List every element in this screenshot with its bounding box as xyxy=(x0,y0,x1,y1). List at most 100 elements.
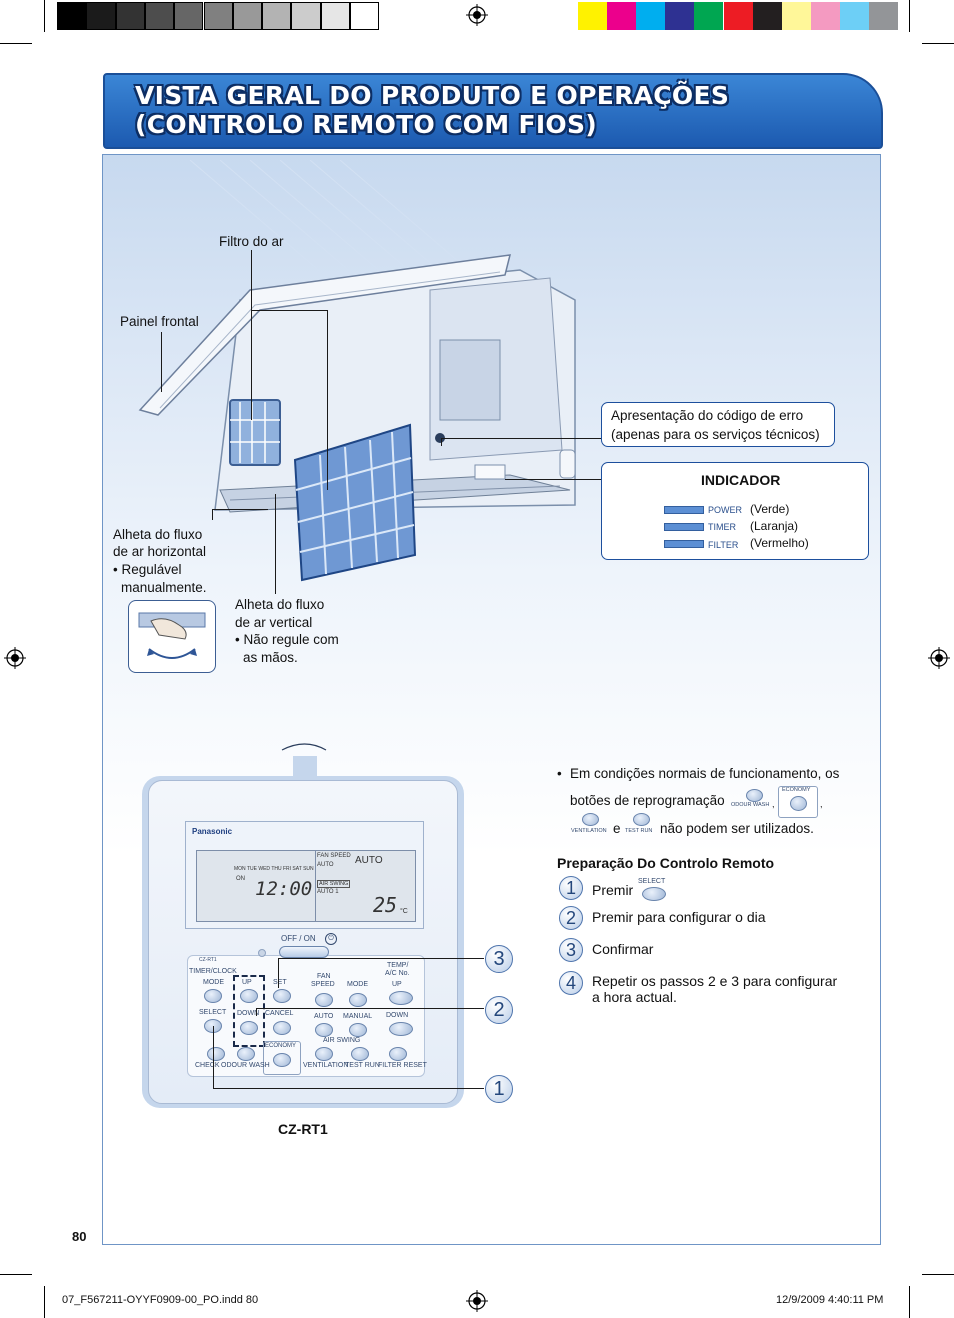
step-3-number: 3 xyxy=(559,938,583,962)
registration-mark-icon xyxy=(928,647,950,669)
step-1-number: 1 xyxy=(559,876,583,900)
odour-wash-button[interactable] xyxy=(237,1047,255,1061)
color-swatch xyxy=(665,2,695,30)
economy-note-frame: ECONOMY xyxy=(778,786,818,818)
gray-swatch xyxy=(144,2,175,30)
lcd-auto-big: AUTO xyxy=(355,855,383,866)
auto-btn-label: AUTO xyxy=(314,1013,334,1020)
indicator-filter-color: (Vermelho) xyxy=(750,536,809,550)
gray-swatch xyxy=(262,2,292,30)
ventilation-button[interactable] xyxy=(315,1047,333,1061)
leader-line xyxy=(505,479,602,480)
color-swatch xyxy=(607,2,637,30)
mode2-button[interactable] xyxy=(349,993,367,1007)
color-swatch xyxy=(869,2,899,30)
note-e: e xyxy=(613,821,621,836)
label-alheta-horizontal-3: • Regulável xyxy=(113,562,182,577)
leader-line xyxy=(161,332,162,392)
step-4-text: Repetir os passos 2 e 3 para configurar xyxy=(592,973,838,989)
crop-mark xyxy=(909,1286,910,1318)
leader-line xyxy=(251,310,328,311)
page-title-banner: VISTA GERAL DO PRODUTO E OPERAÇÕES (CONT… xyxy=(103,73,883,149)
note-comma1: , xyxy=(772,799,775,809)
lcd-divider xyxy=(315,851,316,921)
note-btn-ventilation: VENTILATION xyxy=(571,828,607,834)
gray-swatch xyxy=(291,2,321,30)
leader-line xyxy=(278,958,279,988)
mode2-label: MODE xyxy=(347,981,368,988)
down-button[interactable] xyxy=(240,1021,258,1035)
crop-mark xyxy=(0,43,32,44)
note-btn-testrun: TEST RUN xyxy=(625,828,653,834)
fan-label: FAN xyxy=(317,973,331,980)
gray-swatch xyxy=(350,2,380,30)
timer-up-down-highlight xyxy=(233,975,265,1047)
lcd-auto1: AUTO 1 xyxy=(317,889,339,895)
leader-line xyxy=(212,509,268,510)
label-alheta-horizontal-2: de ar horizontal xyxy=(113,544,207,559)
test-run-button[interactable] xyxy=(351,1047,369,1061)
odour-wash-icon xyxy=(746,789,763,802)
temp-label: TEMP/ xyxy=(387,962,409,969)
color-swatch xyxy=(810,2,840,30)
speed-label: SPEED xyxy=(311,981,335,988)
indicator-power-name: POWER xyxy=(708,505,743,515)
gray-swatch xyxy=(232,2,263,30)
filter-indicator-icon xyxy=(664,540,704,548)
lcd-air-swing: AIR SWING xyxy=(317,880,351,888)
prep-title: Preparação Do Controlo Remoto xyxy=(557,855,775,871)
step-2-text: Premir para configurar o dia xyxy=(592,909,766,925)
manual-swing-button[interactable] xyxy=(349,1023,367,1037)
leader-line xyxy=(441,438,602,439)
remote-lcd: MON TUE WED THU FRI SAT SUN ON 12:00 FAN… xyxy=(196,850,416,922)
auto-swing-button[interactable] xyxy=(315,1023,333,1037)
remote-brand: Panasonic xyxy=(192,827,233,836)
label-alheta-horizontal-1: Alheta do fluxo xyxy=(113,527,203,542)
fan-speed-button[interactable] xyxy=(315,993,333,1007)
note-line1: Em condições normais de funcionamento, o… xyxy=(570,766,840,781)
remote-model-small: CZ-RT1 xyxy=(199,957,217,963)
select-icon xyxy=(642,887,666,901)
economy-button[interactable] xyxy=(273,1053,291,1067)
set-button[interactable] xyxy=(273,989,291,1003)
step-1-text: Premir xyxy=(592,882,634,898)
page-title-line1: VISTA GERAL DO PRODUTO E OPERAÇÕES xyxy=(135,81,730,110)
crop-mark xyxy=(922,1274,954,1275)
offon-button[interactable] xyxy=(279,946,329,958)
air-swing-label: AIR SWING xyxy=(323,1037,361,1044)
lcd-unit: °C xyxy=(400,908,408,915)
label-alheta-horizontal-4: manualmente. xyxy=(121,580,207,595)
leader-line xyxy=(213,1026,214,1089)
remote-screen-frame: Panasonic MON TUE WED THU FRI SAT SUN ON… xyxy=(185,821,424,929)
label-alheta-vertical-4: as mãos. xyxy=(243,650,298,665)
test-run-label: TEST RUN xyxy=(345,1062,380,1069)
temp-down-button[interactable] xyxy=(389,1022,413,1036)
check-button[interactable] xyxy=(207,1047,225,1061)
leader-line xyxy=(213,1088,484,1089)
cancel-button[interactable] xyxy=(273,1021,291,1035)
down2-label: DOWN xyxy=(386,1012,409,1019)
mode-button[interactable] xyxy=(204,989,222,1003)
note-comma2: , xyxy=(820,799,823,809)
note-btn-odour: ODOUR WASH xyxy=(731,802,770,808)
filter-reset-button[interactable] xyxy=(389,1047,407,1061)
error-code-line2: (apenas para os serviços técnicos) xyxy=(611,427,820,442)
hand-adjust-icon xyxy=(128,600,216,673)
remote-model-label: CZ-RT1 xyxy=(278,1121,328,1137)
test-run-icon xyxy=(633,813,650,826)
offon-label: OFF / ON xyxy=(281,934,316,943)
gray-swatch xyxy=(86,2,116,30)
temp-up-button[interactable] xyxy=(389,991,413,1005)
economy-icon xyxy=(790,796,807,811)
select-label: SELECT xyxy=(199,1009,227,1016)
crop-mark xyxy=(922,43,954,44)
odour-wash-label: ODOUR WASH xyxy=(221,1062,270,1069)
up-button[interactable] xyxy=(240,989,258,1003)
set-label: SET xyxy=(273,979,287,986)
label-painel-frontal: Painel frontal xyxy=(120,314,199,329)
note-bullet: • xyxy=(557,766,562,781)
leader-line xyxy=(251,250,252,420)
lcd-fan-speed: FAN SPEED xyxy=(317,853,351,859)
footer-date: 12/9/2009 4:40:11 PM xyxy=(776,1294,884,1306)
callout-3: 3 xyxy=(485,945,513,973)
